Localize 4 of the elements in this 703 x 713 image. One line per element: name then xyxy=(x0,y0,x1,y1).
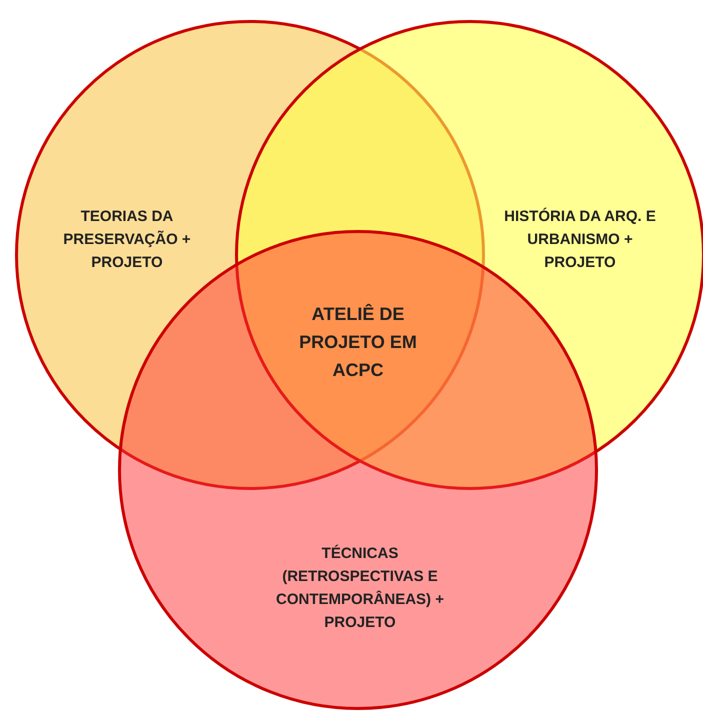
circle-label: HISTÓRIA DA ARQ. E URBANISMO + PROJETO xyxy=(503,206,657,273)
circle-label: TÉCNICAS (RETROSPECTIVAS E CONTEMPORÂNEAS) + PROJETO xyxy=(275,544,445,633)
circle-label: TEORIAS DA PRESERVAÇÃO + PROJETO xyxy=(62,207,192,273)
center-label: ATELIÊ DE PROJETO EM ACPC xyxy=(298,302,418,382)
